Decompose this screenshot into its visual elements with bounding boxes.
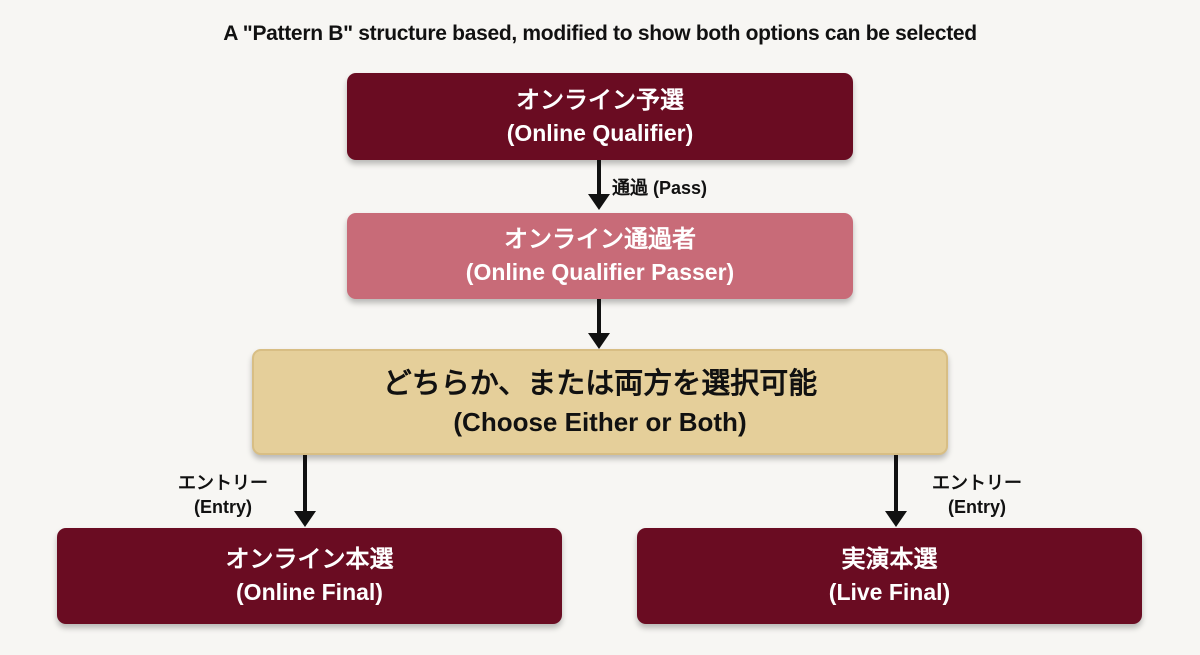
edge-label-en: (Entry) (194, 497, 252, 517)
node-choose-either-or-both: どちらか、または両方を選択可能 (Choose Either or Both) (252, 349, 948, 455)
edge-label-jp: エントリー (178, 473, 268, 493)
arrow-entry-right (885, 455, 907, 527)
arrow-passer-to-choose (588, 299, 610, 349)
edge-label-jp: エントリー (932, 473, 1022, 493)
node-live-final: 実演本選 (Live Final) (637, 528, 1142, 624)
node-online-qualifier: オンライン予選 (Online Qualifier) (347, 73, 853, 160)
node-label-en: (Choose Either or Both) (453, 407, 747, 437)
node-label-en: (Online Qualifier Passer) (465, 259, 735, 285)
node-online-qualifier-passer: オンライン通過者 (Online Qualifier Passer) (347, 213, 853, 299)
node-label-en: (Online Qualifier) (506, 119, 694, 146)
diagram-title: A "Pattern B" structure based, modified … (223, 22, 977, 45)
edge-label-en: (Entry) (948, 497, 1006, 517)
node-label-en: (Online Final) (236, 579, 383, 605)
node-label-jp: どちらか、または両方を選択可能 (382, 368, 818, 400)
node-label-jp: オンライン本選 (225, 546, 394, 573)
edge-label-entry-right: エントリー (Entry) (922, 471, 1032, 519)
node-label-jp: 実演本選 (841, 546, 938, 573)
node-label-jp: オンライン通過者 (504, 226, 696, 253)
arrow-entry-left (294, 455, 316, 527)
node-online-final: オンライン本選 (Online Final) (57, 528, 562, 624)
node-label-en: (Live Final) (828, 579, 951, 605)
edge-label-pass: 通過 (Pass) (612, 178, 708, 198)
arrow-pass (588, 160, 610, 210)
edge-label-entry-left: エントリー (Entry) (168, 471, 278, 519)
node-label-jp: オンライン予選 (516, 86, 684, 114)
